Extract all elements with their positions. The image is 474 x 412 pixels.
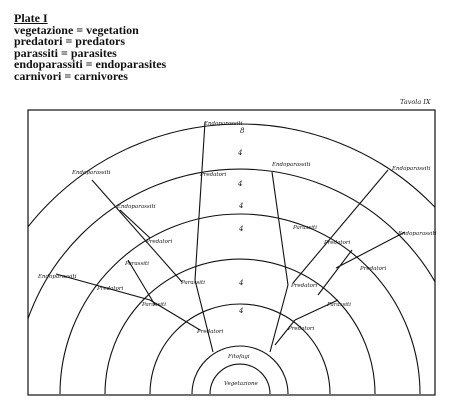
label-endoparassiti-left: Endoparassiti <box>71 170 111 176</box>
label-endoparassiti-left-mid: Endoparassiti <box>116 204 156 210</box>
label-parassiti-left: Parassiti <box>124 261 149 267</box>
arc-ring-4 <box>104 258 376 395</box>
label-parassiti-left-low: Parassiti <box>141 302 166 308</box>
label-fitofagi: Fitofagi <box>227 354 250 360</box>
label-parassiti-right-top: Parassiti <box>292 225 317 231</box>
glyph-4: 4 <box>238 202 243 210</box>
glyph-5: 4 <box>238 225 243 233</box>
line-center-right-lower <box>269 284 289 353</box>
glyph-1: 8 <box>240 127 245 135</box>
line-right-lower <box>274 319 296 346</box>
concentric-arcs <box>28 123 435 395</box>
legend-line-parasites: parassiti = parasites <box>14 45 117 60</box>
line-left-parassiti <box>127 259 156 306</box>
line-right-endo <box>292 169 389 284</box>
line-right-parassiti <box>294 299 339 321</box>
legend: Plate I vegetazione = vegetation predato… <box>14 11 214 83</box>
line-center-left <box>194 121 206 281</box>
arc-vegetation <box>209 363 271 395</box>
arc-ring-3 <box>149 303 331 395</box>
legend-line-endoparasites: endoparassiti = endoparasites <box>14 57 167 71</box>
label-predatori-center-bottom: Predatori <box>196 329 224 335</box>
diagram-frame <box>27 109 436 396</box>
label-predatori-top: Predatori <box>199 172 227 178</box>
glyph-7: 4 <box>238 307 243 315</box>
glyph-6: 4 <box>238 279 243 287</box>
line-center-left-lower <box>194 279 214 353</box>
label-endoparassiti-right-top: Endoparassiti <box>271 162 311 168</box>
arc-ring-5 <box>59 213 421 395</box>
line-left-lower <box>55 273 151 301</box>
glyph-3: 4 <box>237 180 242 188</box>
label-predatori-left: Predatori <box>145 239 173 245</box>
label-endoparassiti-right: Endoparassiti <box>391 166 431 172</box>
line-right-predatori <box>317 249 353 296</box>
line-right-endo-2 <box>335 231 406 269</box>
glyph-2: 4 <box>237 149 242 157</box>
label-predatori-left-low: Predatori <box>96 286 124 292</box>
label-predatori-right-mid: Predatori <box>323 240 351 246</box>
diagram-labels: Endoparassiti Predatori Endoparassiti En… <box>37 121 437 387</box>
label-vegetazione: Vegetazione <box>224 381 258 387</box>
label-endoparassiti-right-mid: Endoparassiti <box>397 231 437 237</box>
label-parassiti-center-left: Parassiti <box>180 280 205 286</box>
line-left-endo <box>91 179 183 283</box>
arc-ring-6 <box>28 168 435 321</box>
line-center-right <box>271 171 289 286</box>
label-predatori-center-right: Predatori <box>290 283 318 289</box>
center-glyphs: 8 4 4 4 4 4 4 <box>237 127 245 315</box>
connector-lines <box>55 121 406 353</box>
plate-number: Tavola IX <box>400 98 431 106</box>
legend-line-carnivores: carnivori = carnivores <box>14 68 128 83</box>
line-left-predatori-mid <box>119 209 151 239</box>
label-predatori-right: Predatori <box>359 266 387 272</box>
legend-line-predators: predatori = predators <box>14 34 126 48</box>
arc-ring-7 <box>28 123 435 228</box>
legend-line-vegetation: vegetazione = vegetation <box>14 22 139 37</box>
label-predatori-right-lower: Predatori <box>287 326 315 332</box>
line-left-lower-2 <box>149 299 201 331</box>
label-parassiti-right-low: Parassiti <box>326 302 351 308</box>
legend-title: Plate I <box>14 11 48 25</box>
label-endoparassiti-far-left: Endoparassiti <box>37 274 77 280</box>
label-endoparassiti-top: Endoparassiti <box>203 121 243 127</box>
arc-phytophagi <box>191 345 289 395</box>
